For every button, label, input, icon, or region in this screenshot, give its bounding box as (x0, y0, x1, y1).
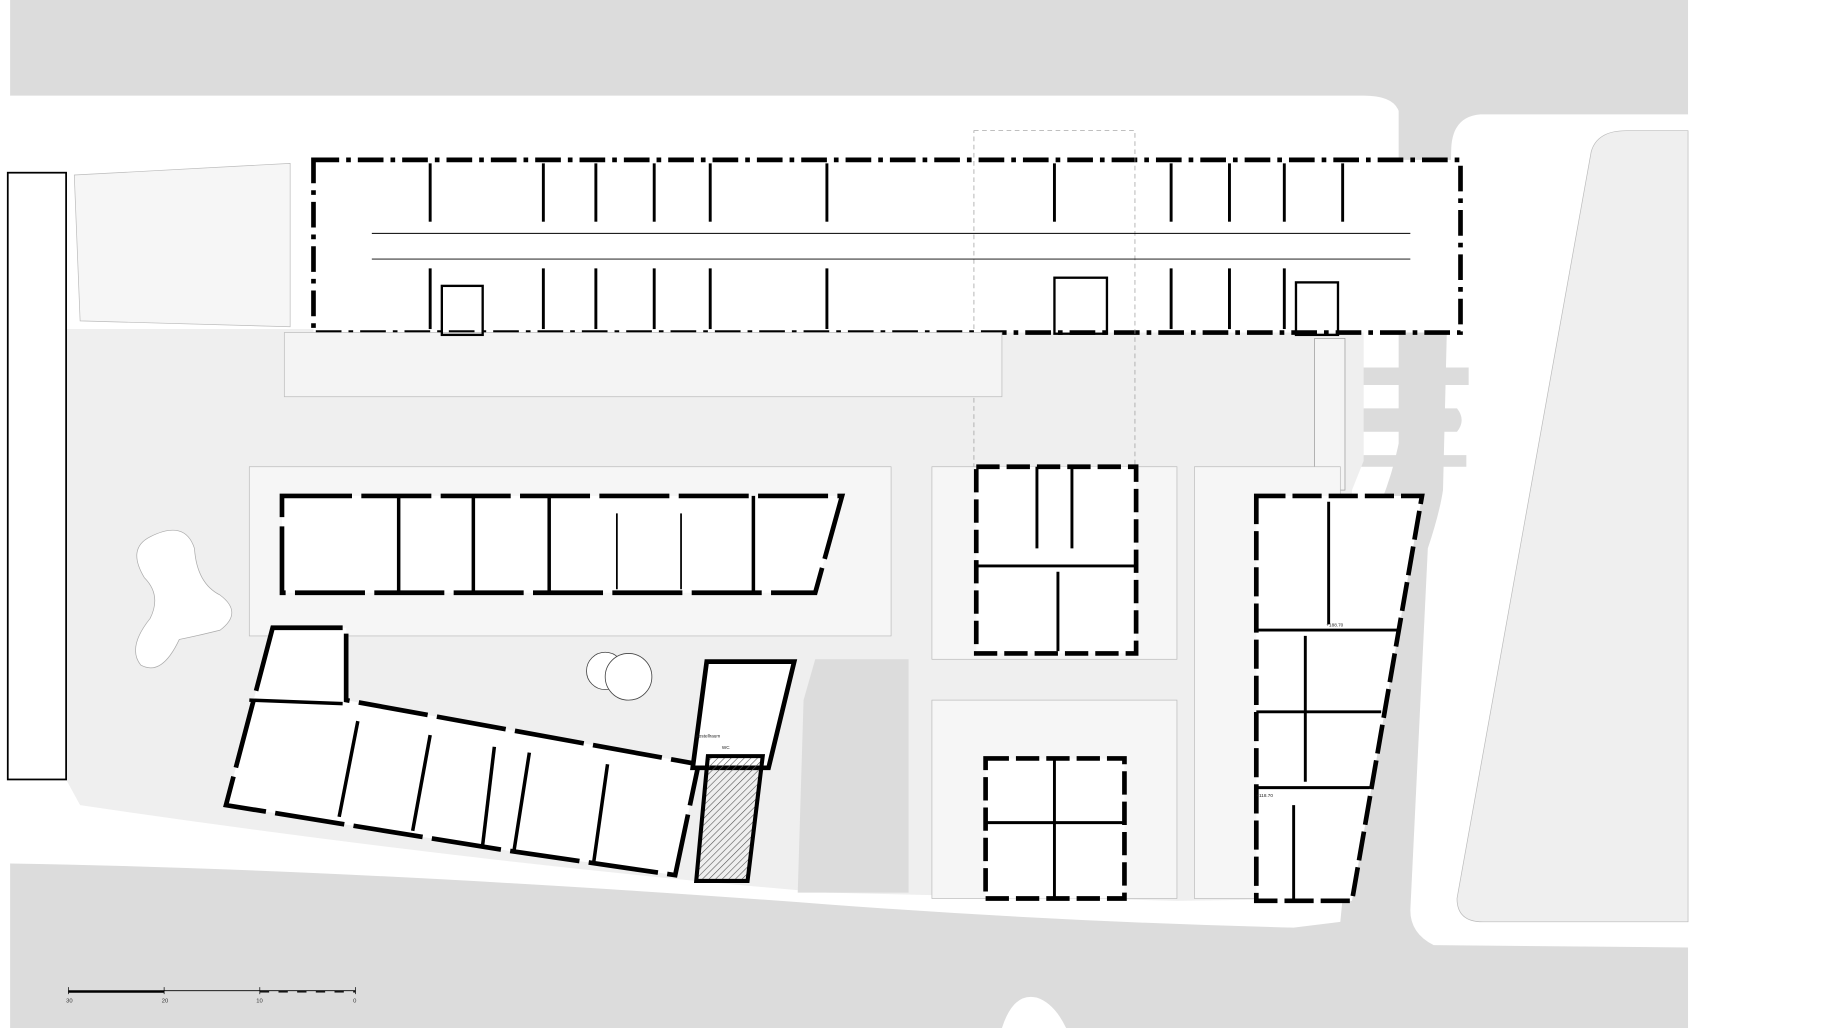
label-storage: abstellraum (696, 733, 720, 738)
scale-tick-20: 20 (162, 998, 169, 1004)
roads (10, 0, 1689, 1028)
building-middle-south (931, 699, 1178, 901)
entry-ramp (73, 162, 291, 328)
scale-bar: 30 20 10 0 (66, 987, 357, 1004)
label-wc: WC (722, 745, 730, 750)
level-mark-lower: +118.70 (1256, 793, 1273, 798)
building-west-upper (248, 466, 892, 637)
building-east: +188.70 +118.70 (1194, 466, 1425, 904)
parking-stub (1346, 367, 1469, 467)
hatched-storage (693, 754, 766, 884)
scale-tick-30: 30 (66, 998, 73, 1004)
parking-area (797, 659, 909, 893)
building-west-lower: abstellraum WC (223, 625, 798, 884)
scale-tick-0: 0 (353, 998, 357, 1004)
level-mark-upper: +188.70 (1326, 623, 1343, 628)
building-middle-north (931, 464, 1178, 660)
scale-tick-10: 10 (256, 998, 263, 1004)
tree (586, 651, 653, 701)
east-lawn (1456, 130, 1689, 923)
pond (135, 529, 233, 669)
existing-building-west (6, 171, 67, 781)
north-road (10, 0, 1689, 1028)
building-north (283, 130, 1463, 491)
